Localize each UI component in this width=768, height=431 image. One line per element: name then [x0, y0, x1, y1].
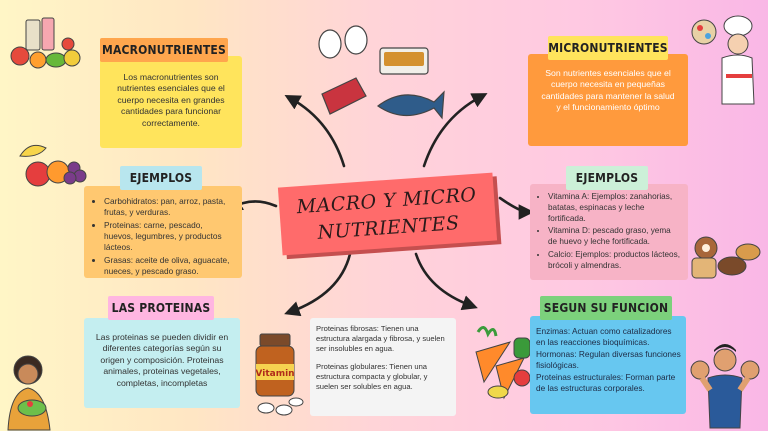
ejemplos-left-item: Grasas: aceite de oliva, aguacate, nuece…: [104, 255, 234, 277]
vitamin-jar-illustration: Vitamin: [255, 333, 304, 416]
arrow-to-ejemplos-right: [498, 196, 535, 220]
proteinas-text: Las proteinas se pueden dividir en difer…: [95, 332, 229, 388]
proteinas-fibrosas-text: Proteinas fibrosas: Tienen una estructur…: [316, 324, 445, 354]
ejemplos-left-list: Carbohidratos: pan, arroz, pasta, frutas…: [84, 186, 242, 283]
fruit-basket-illustration: [19, 144, 87, 187]
ejemplos-left-item: Carbohidratos: pan, arroz, pasta, frutas…: [104, 196, 234, 218]
ejemplos-right-list: Vitamina A: Ejemplos: zanahorias, batata…: [530, 184, 688, 278]
arrow-to-micronutrientes: [422, 93, 488, 168]
proteinas-title: LAS PROTEINAS: [108, 296, 214, 320]
chef-illustration: [691, 15, 755, 105]
vitamin-label: Vitamin: [255, 369, 294, 379]
arrow-to-macronutrientes: [284, 94, 346, 168]
strongman-illustration: [690, 344, 760, 429]
funcion-title: SEGUN SU FUNCION: [540, 296, 672, 320]
protein-foods-illustration: [318, 25, 445, 120]
micronutrientes-title: MICRONUTRIENTES: [548, 36, 668, 60]
arrow-to-funcion: [414, 252, 478, 311]
ejemplos-left-card: Carbohidratos: pan, arroz, pasta, frutas…: [84, 186, 242, 278]
ejemplos-left-item: Proteinas: carne, pescado, huevos, legum…: [104, 220, 234, 253]
micronutrientes-card: Son nutrientes esenciales que el cuerpo …: [528, 54, 688, 146]
fruit-veg-illustration: [10, 17, 81, 69]
vegetables-illustration: [475, 326, 531, 400]
funcion-line: Enzimas: Actuan como catalizadores en la…: [536, 326, 672, 347]
arrow-to-proteinas: [284, 252, 352, 317]
macronutrientes-text: Los macronutrientes son nutrientes esenc…: [117, 72, 225, 128]
proteinas-globulares-text: Proteinas globulares: Tienen una estruct…: [316, 362, 428, 392]
tipos-proteinas-card: Proteinas fibrosas: Tienen una estructur…: [310, 318, 456, 416]
funcion-line: Hormonas: Regulan diversas funciones fis…: [536, 348, 681, 370]
funcion-card: Enzimas: Actuan como catalizadores en la…: [530, 316, 686, 414]
ejemplos-right-item: Vitamina A: Ejemplos: zanahorias, batata…: [548, 192, 682, 224]
ejemplos-left-title: EJEMPLOS: [120, 166, 202, 190]
ejemplos-right-title: EJEMPLOS: [566, 166, 648, 190]
woman-salad-illustration: [7, 355, 51, 431]
proteinas-card: Las proteinas se pueden dividir en difer…: [84, 318, 240, 408]
macronutrientes-card: Los macronutrientes son nutrientes esenc…: [100, 56, 242, 148]
micronutrientes-text: Son nutrientes esenciales que el cuerpo …: [541, 68, 675, 113]
bread-nuts-illustration: [691, 236, 761, 279]
ejemplos-right-item: Calcio: Ejemplos: productos lácteos, bró…: [548, 250, 682, 272]
ejemplos-right-card: Vitamina A: Ejemplos: zanahorias, batata…: [530, 184, 688, 280]
macronutrientes-title: MACRONUTRIENTES: [100, 38, 228, 62]
funcion-line: Proteinas estructurales: Forman parte de…: [536, 371, 676, 393]
ejemplos-right-item: Vitamina D: pescado graso, yema de huevo…: [548, 226, 682, 248]
